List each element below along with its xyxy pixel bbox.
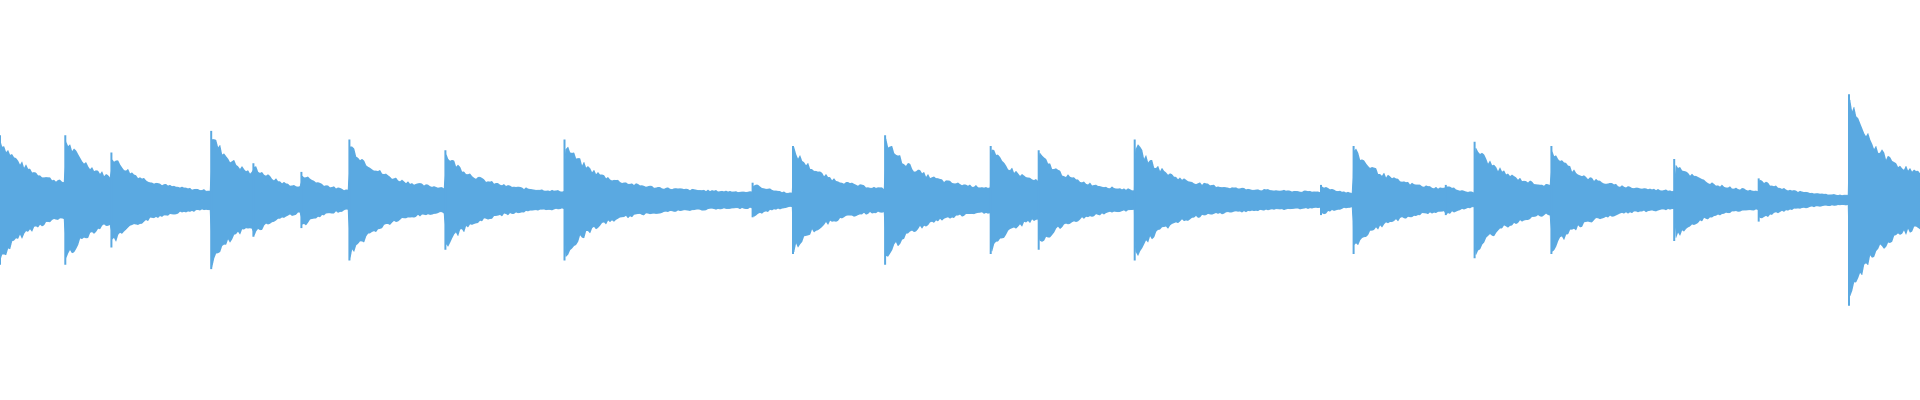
waveform-envelope xyxy=(0,99,1920,297)
